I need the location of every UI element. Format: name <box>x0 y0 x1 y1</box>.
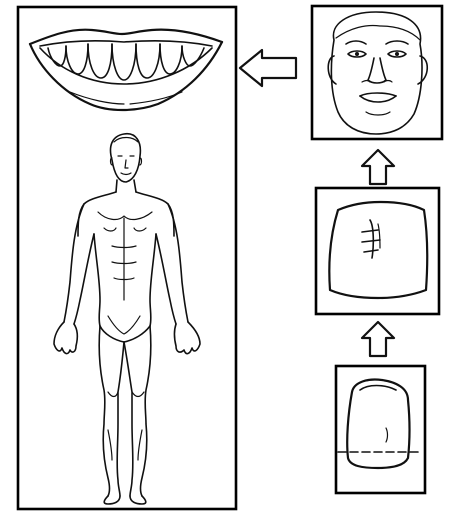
left-arm-inner <box>74 234 94 324</box>
arrow-up-shape-2 <box>362 322 394 356</box>
body-panel-frame <box>18 7 236 509</box>
arrow-left-shape <box>240 50 296 86</box>
right-leg-inner <box>124 342 133 496</box>
face-illustration <box>328 12 427 134</box>
right-eyebrow <box>386 41 408 44</box>
palate-panel-frame <box>316 188 439 314</box>
right-pupil <box>395 52 399 56</box>
lower-lip <box>360 96 396 102</box>
arrow-up-palate-to-face <box>362 150 394 184</box>
nose <box>368 58 386 83</box>
torso-left-side <box>94 234 100 326</box>
upper-teeth <box>48 44 204 80</box>
lower-lip-outline <box>30 42 222 110</box>
face-panel <box>312 6 442 139</box>
left-pupil <box>355 52 359 56</box>
smile-illustration <box>30 30 222 110</box>
left-eyebrow <box>346 41 366 44</box>
right-foot <box>130 496 146 504</box>
palatal-rugae <box>362 220 380 258</box>
right-shoulder <box>136 192 174 236</box>
left-shoulder <box>78 192 116 236</box>
left-leg-inner <box>117 342 124 496</box>
tooth-outline <box>347 380 409 469</box>
upper-lip <box>360 93 396 96</box>
palate-panel <box>316 188 439 314</box>
right-hand <box>175 322 201 354</box>
arrow-left-face-to-body <box>240 50 296 86</box>
inner-upper-lip <box>40 41 212 46</box>
left-arm-outer <box>64 204 84 322</box>
left-leg-outer <box>99 326 109 496</box>
torso-right-side <box>150 234 156 326</box>
arrow-up-tooth-to-palate <box>362 322 394 356</box>
right-arm-inner <box>156 234 176 324</box>
arrow-up-shape-1 <box>362 150 394 184</box>
right-leg-outer <box>141 326 151 496</box>
left-hand <box>54 322 77 354</box>
face-outline <box>331 12 422 134</box>
human-figure <box>54 134 200 504</box>
left-foot <box>104 496 120 504</box>
body-and-smile-panel <box>18 7 236 509</box>
tooth-illustration <box>338 380 418 469</box>
tooth-panel <box>336 366 425 493</box>
